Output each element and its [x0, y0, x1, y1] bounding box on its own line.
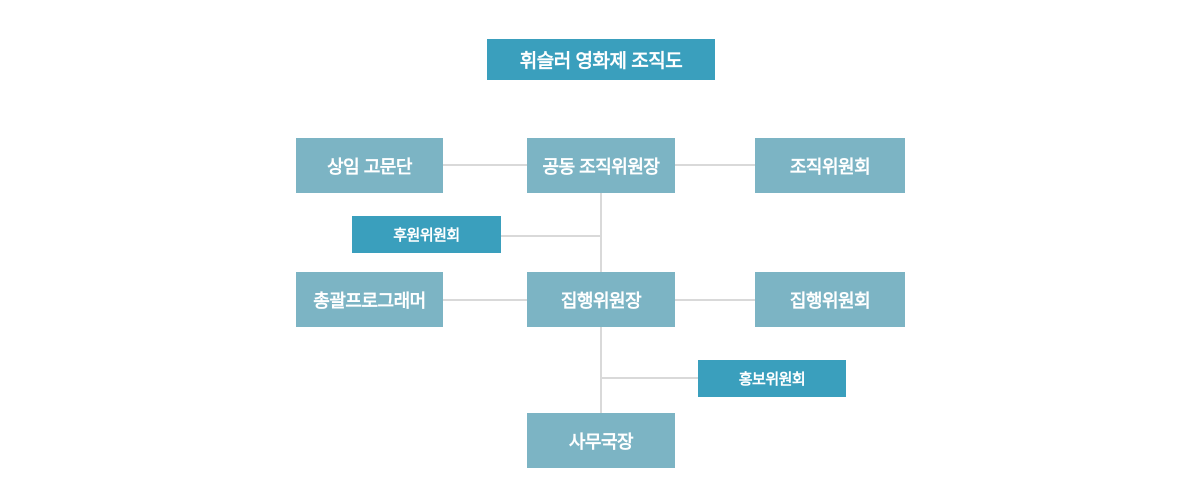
node-chief-programmer: 총괄프로그래머	[296, 272, 443, 327]
connector-cochair-execchair	[600, 193, 602, 272]
chart-title: 휘슬러 영화제 조직도	[487, 39, 715, 80]
connector-execchair-secretary	[600, 327, 602, 413]
connector-execchair-execcommittee	[675, 299, 755, 301]
node-pr-committee: 홍보위원회	[698, 360, 846, 397]
connector-trunk-prcommittee	[601, 377, 698, 379]
node-secretary-general: 사무국장	[527, 413, 675, 468]
node-co-organizing-chair: 공동 조직위원장	[527, 138, 675, 193]
node-organizing-committee: 조직위원회	[755, 138, 905, 193]
node-executive-chair: 집행위원장	[527, 272, 675, 327]
node-sponsorship-committee: 후원위원회	[352, 216, 501, 253]
connector-programmer-execchair	[443, 299, 527, 301]
connector-advisory-cochair	[443, 164, 527, 166]
node-standing-advisory-group: 상임 고문단	[296, 138, 443, 193]
connector-cochair-orgcommittee	[675, 164, 755, 166]
connector-sponsorship-trunk	[501, 235, 601, 237]
node-executive-committee: 집행위원회	[755, 272, 905, 327]
